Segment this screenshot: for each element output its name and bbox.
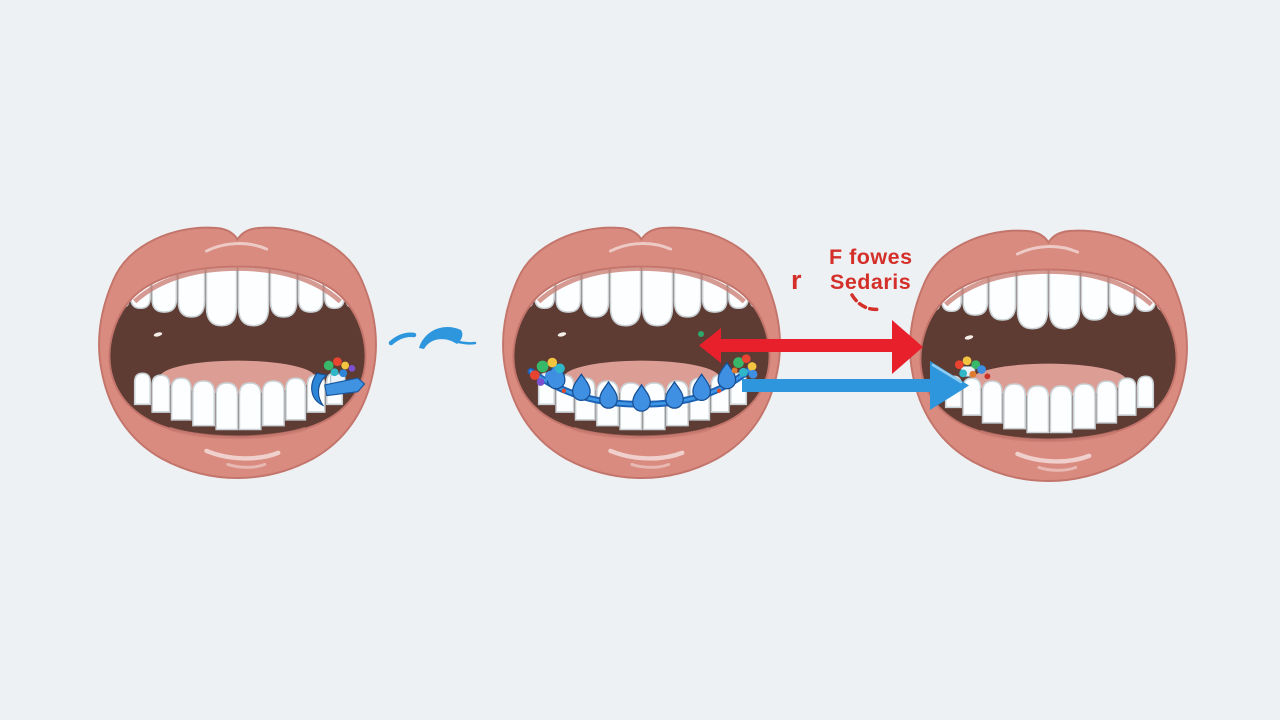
blue-arrow (742, 361, 969, 410)
red-arrow (699, 320, 923, 374)
stray-bracket-dot (698, 331, 704, 337)
red-arrow-shaft (712, 339, 896, 352)
annotation-group: F fowes Sedaris r (791, 245, 913, 312)
braces-archwire (527, 354, 758, 412)
blue-swoosh (388, 327, 477, 349)
braces-end-cluster-left (529, 357, 565, 386)
mouth-middle (503, 228, 780, 478)
blue-arrow-head (930, 361, 969, 410)
swoosh-small-stroke (388, 332, 417, 346)
blue-arrow-highlight (931, 363, 963, 384)
annotation-squiggle (850, 293, 883, 312)
red-arrow-head-left (699, 328, 721, 363)
right-mouth-cluster (954, 356, 991, 380)
swoosh-crescent (419, 327, 463, 349)
annotation-r-mark: r (791, 265, 802, 295)
swoosh-tail (453, 339, 477, 345)
annotation-line2: Sedaris (830, 270, 911, 294)
blue-arrow-shaft (742, 379, 934, 392)
mouth-right (910, 231, 1187, 481)
braces-end-cluster-right (731, 354, 758, 379)
red-arrow-head-right (892, 320, 923, 374)
left-mouth-bracket (311, 357, 366, 407)
annotation-line1: F fowes (829, 245, 913, 269)
mouth-left (99, 228, 376, 478)
